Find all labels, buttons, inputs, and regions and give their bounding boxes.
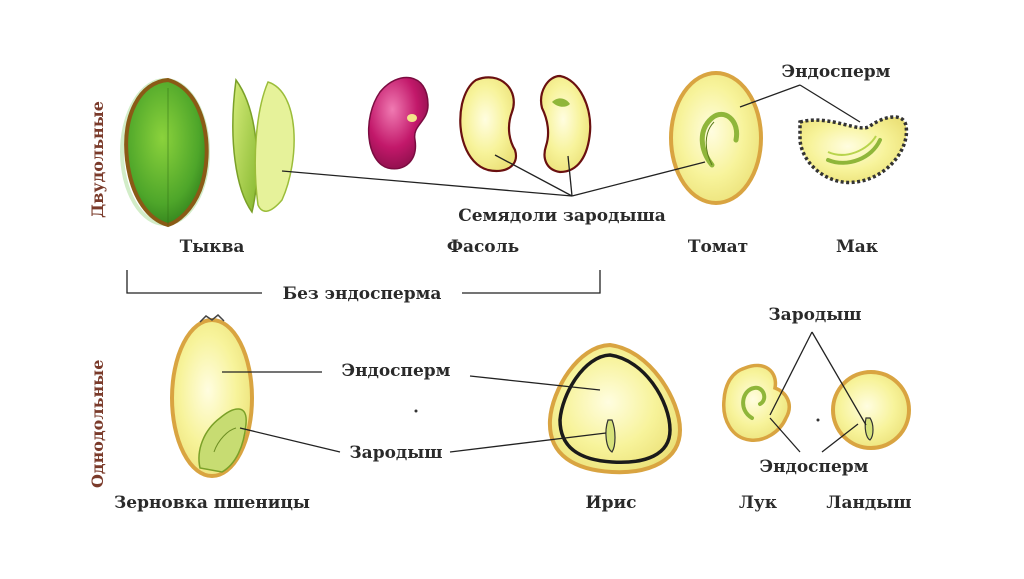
pumpkin-seed-illustration [122,80,294,225]
bracket-left [127,270,262,293]
iris-seed-illustration [550,345,680,472]
leader-cotyledons-pumpkin [282,171,572,196]
leader-embryo-onion [770,332,812,415]
dicots-label: Двудольные [88,101,107,218]
tomato-seed-illustration [671,73,761,203]
seed-label-tomato: Томат [688,237,748,257]
lily-seed-illustration [833,372,909,448]
seed-label-pumpkin: Тыква [180,237,245,257]
seed-label-bean: Фасоль [447,237,519,257]
label-embryo-right: Зародыш [768,305,861,325]
wheat-seed-illustration [172,315,252,476]
label-endosperm-middle: Эндосперм [342,361,451,381]
poppy-seed-illustration [800,117,906,183]
label-embryo-middle: Зародыш [349,443,442,463]
bean-seed-illustration [369,76,591,172]
label-endosperm-bottom: Эндосперм [760,457,869,477]
seed-label-iris: Ирис [586,493,637,513]
leader-endosperm-poppy [800,85,860,122]
seed-label-poppy: Мак [836,237,879,257]
label-endosperm-top: Эндосперм [782,62,891,82]
bracket-right [462,270,600,293]
label-without-endosperm: Без эндосперма [283,284,442,304]
label-cotyledons: Семядоли зародыша [458,206,666,226]
leader-embryo-wheat [240,428,340,452]
seed-label-wheat: Зерновка пшеницы [114,493,310,513]
seed-label-onion: Лук [739,493,778,513]
monocots-label: Однодольные [88,360,107,488]
seed-label-lily: Ландыш [826,493,911,513]
